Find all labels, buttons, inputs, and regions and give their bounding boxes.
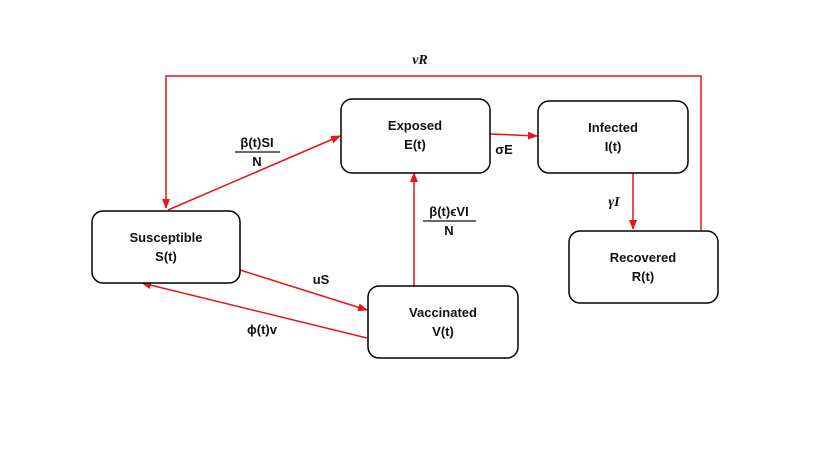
- edge-e-to-i-line: [489, 131, 538, 140]
- edge-v-to-e: β(t)ϵVI N: [410, 172, 476, 286]
- node-exposed: Exposed E(t): [340, 98, 491, 174]
- edge-r-to-s-label: νR: [412, 53, 428, 68]
- edge-i-to-r-label: γI: [608, 195, 620, 210]
- edge-s-to-e: β(t)SI N: [167, 135, 341, 211]
- edge-v-to-s-label: ϕ(t)v: [247, 322, 278, 337]
- edge-r-to-s: νR: [162, 53, 702, 230]
- node-exposed-name: Exposed: [388, 118, 442, 133]
- edge-v-to-s-line: [141, 281, 368, 339]
- edge-i-to-r: γI: [608, 173, 637, 230]
- edge-s-to-v-line: [239, 269, 368, 312]
- edge-s-to-v-label: uS: [313, 272, 330, 287]
- edge-e-to-i-label: σE: [495, 142, 513, 157]
- node-recovered-symbol: R(t): [632, 269, 654, 284]
- node-vaccinated-symbol: V(t): [432, 324, 454, 339]
- node-infected-name: Infected: [588, 120, 638, 135]
- edge-r-to-s-line: [162, 75, 702, 230]
- node-vaccinated-name: Vaccinated: [409, 305, 477, 320]
- edge-e-to-i: σE: [489, 131, 538, 157]
- node-recovered-name: Recovered: [610, 250, 677, 265]
- edge-s-to-e-denominator: N: [252, 154, 261, 169]
- node-infected: Infected I(t): [537, 100, 689, 174]
- edge-s-to-v: uS: [239, 269, 368, 312]
- node-vaccinated: Vaccinated V(t): [367, 285, 519, 359]
- edge-s-to-e-numerator: β(t)SI: [240, 135, 273, 150]
- node-susceptible: Susceptible S(t): [91, 210, 241, 284]
- edge-s-to-e-line: [167, 135, 341, 211]
- edge-v-to-e-denominator: N: [444, 223, 453, 238]
- node-exposed-symbol: E(t): [404, 137, 426, 152]
- node-infected-symbol: I(t): [605, 139, 622, 154]
- node-susceptible-name: Susceptible: [130, 230, 203, 245]
- node-susceptible-symbol: S(t): [155, 249, 177, 264]
- edge-v-to-s: ϕ(t)v: [141, 281, 368, 339]
- node-recovered: Recovered R(t): [568, 230, 719, 304]
- edge-v-to-e-numerator: β(t)ϵVI: [429, 204, 468, 219]
